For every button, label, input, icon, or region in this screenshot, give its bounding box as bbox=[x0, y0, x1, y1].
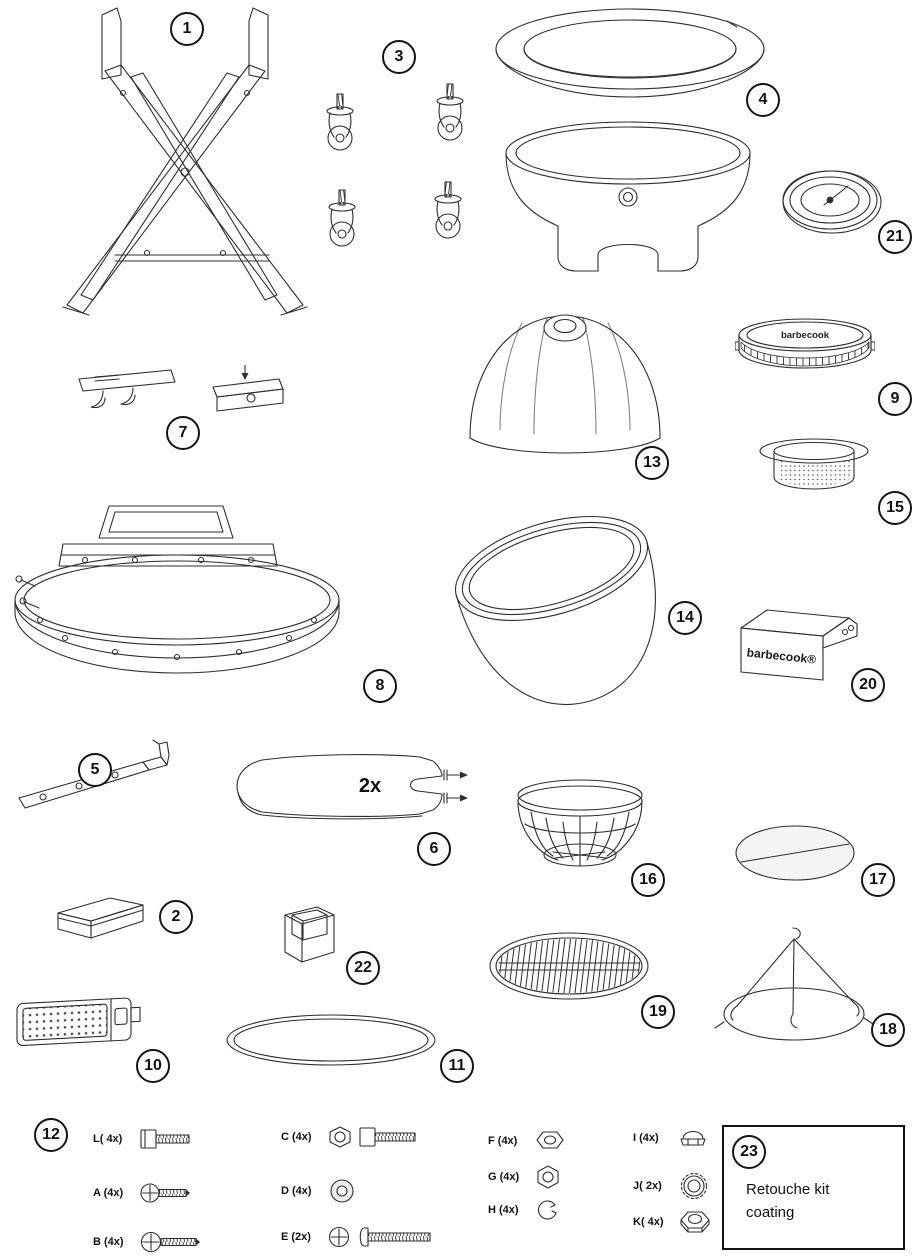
part-10-perforated-tray-drawing bbox=[13, 992, 145, 1054]
part-18-hanging-ring-drawing bbox=[713, 926, 875, 1048]
hardware-label-L: L( 4x) bbox=[93, 1133, 123, 1145]
hardware-label-A: A (4x) bbox=[93, 1187, 124, 1199]
part-10-label: 10 bbox=[136, 1049, 170, 1083]
hardware-label-B: B (4x) bbox=[93, 1236, 124, 1248]
part-7-hook-brackets-drawing bbox=[75, 365, 290, 423]
part-13-dome-lid-drawing bbox=[462, 306, 667, 494]
part-1-leg-stand-drawing bbox=[55, 5, 315, 335]
pan-head-bolt-long-icon bbox=[328, 1224, 438, 1250]
part-20-logo-box-drawing: barbecook® bbox=[733, 602, 865, 684]
part-6-shelf-drawing: 2x bbox=[228, 748, 472, 826]
part-3-label: 3 bbox=[382, 40, 416, 74]
part-2-label: 2 bbox=[159, 900, 193, 934]
part-4-ring-and-bowl-drawing bbox=[490, 5, 770, 285]
hardware-label-E: E (2x) bbox=[281, 1231, 311, 1243]
hardware-row-J: J( 2x) bbox=[633, 1172, 710, 1200]
part-14-label: 14 bbox=[668, 601, 702, 635]
flange-lock-nut-icon bbox=[680, 1172, 710, 1200]
hardware-row-E: E (2x) bbox=[281, 1224, 438, 1250]
part-13-label: 13 bbox=[635, 446, 669, 480]
hardware-label-D: D (4x) bbox=[281, 1185, 312, 1197]
part-23-label: 23 bbox=[732, 1135, 766, 1169]
phillips-screw-long-icon bbox=[140, 1230, 204, 1254]
part-15-label: 15 bbox=[878, 491, 912, 525]
hardware-row-B: B (4x) bbox=[93, 1230, 204, 1254]
part-16-wire-basket-drawing bbox=[513, 776, 650, 873]
part-18-label: 18 bbox=[871, 1013, 905, 1047]
part-15-filter-cup-drawing bbox=[757, 437, 872, 499]
washer-icon bbox=[328, 1178, 358, 1204]
part-19-label: 19 bbox=[641, 995, 675, 1029]
part-11-label: 11 bbox=[440, 1049, 474, 1083]
part-21-label: 21 bbox=[878, 220, 912, 254]
part-19-cooking-grid-drawing bbox=[486, 930, 653, 1002]
hardware-row-D: D (4x) bbox=[281, 1178, 358, 1204]
part-22-sleeve-frame-drawing bbox=[276, 902, 343, 980]
part-12-label: 12 bbox=[34, 1118, 68, 1152]
phillips-screw-icon bbox=[140, 1182, 194, 1204]
part-16-label: 16 bbox=[631, 863, 665, 897]
part-9-vent-unit-drawing: barbecook bbox=[735, 316, 875, 394]
socket-bolt-icon bbox=[140, 1126, 194, 1152]
part-2-flat-box-drawing bbox=[52, 892, 149, 944]
hardware-row-F: F (4x) bbox=[488, 1130, 565, 1152]
part-5-label: 5 bbox=[78, 753, 112, 787]
part-17-label: 17 bbox=[861, 863, 895, 897]
hardware-label-C: C (4x) bbox=[281, 1131, 312, 1143]
hardware-label-I: I (4x) bbox=[633, 1132, 659, 1144]
small-nut-icon bbox=[535, 1130, 565, 1152]
retouche-kit-line1: Retouche kit bbox=[746, 1181, 830, 1198]
part-21-thermometer-drawing bbox=[780, 168, 885, 238]
hardware-row-K: K( 4x) bbox=[633, 1208, 712, 1236]
hardware-row-A: A (4x) bbox=[93, 1182, 194, 1204]
hardware-label-K: K( 4x) bbox=[633, 1216, 664, 1228]
part-1-label: 1 bbox=[170, 12, 204, 46]
part-22-label: 22 bbox=[346, 951, 380, 985]
retouche-kit-box: 23 Retouche kit coating bbox=[722, 1125, 905, 1250]
hardware-row-I: I (4x) bbox=[633, 1126, 708, 1150]
hex-bolt-icon bbox=[328, 1124, 420, 1150]
hardware-label-G: G (4x) bbox=[488, 1171, 520, 1183]
hardware-row-C: C (4x) bbox=[281, 1124, 420, 1150]
part-7-label: 7 bbox=[166, 416, 200, 450]
vent-brand-text: barbecook bbox=[781, 330, 830, 341]
hex-nut-icon bbox=[535, 1164, 563, 1190]
hardware-row-L: L( 4x) bbox=[93, 1126, 194, 1152]
part-11-oval-ring-drawing bbox=[223, 1012, 440, 1069]
spring-washer-icon bbox=[535, 1198, 561, 1222]
part-3-casters-drawing bbox=[315, 78, 475, 268]
hardware-label-H: H (4x) bbox=[488, 1204, 519, 1216]
part-14-bowl-drawing bbox=[455, 495, 670, 733]
hardware-row-G: G (4x) bbox=[488, 1164, 563, 1190]
part-8-label: 8 bbox=[363, 669, 397, 703]
cap-nut-icon bbox=[680, 1126, 708, 1150]
part-8-ring-band-handle-drawing bbox=[5, 500, 350, 705]
part-9-label: 9 bbox=[878, 382, 912, 416]
part-20-label: 20 bbox=[851, 668, 885, 702]
retouche-kit-text: Retouche kit coating bbox=[746, 1179, 829, 1224]
hardware-row-H: H (4x) bbox=[488, 1198, 561, 1222]
shelf-quantity-text: 2x bbox=[359, 775, 381, 797]
part-4-label: 4 bbox=[746, 83, 780, 117]
part-6-label: 6 bbox=[417, 832, 451, 866]
part-17-round-plate-drawing bbox=[733, 822, 860, 888]
retouche-kit-line2: coating bbox=[746, 1203, 795, 1221]
hardware-label-F: F (4x) bbox=[488, 1135, 518, 1147]
hex-nut-3d-icon bbox=[680, 1208, 712, 1236]
hardware-label-J: J( 2x) bbox=[633, 1180, 662, 1192]
box-brand-text: barbecook® bbox=[746, 645, 817, 666]
